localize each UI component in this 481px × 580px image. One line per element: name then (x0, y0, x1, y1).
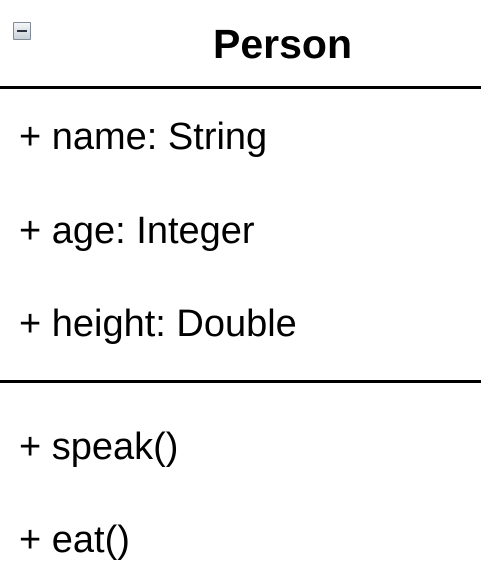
header-divider (0, 86, 481, 89)
attribute-item: + age: Integer (19, 210, 255, 252)
operation-item: + eat() (19, 519, 130, 561)
attributes-divider (0, 380, 481, 383)
collapse-minus-icon[interactable] (13, 22, 31, 40)
minus-glyph (17, 30, 27, 32)
attribute-item: + name: String (19, 116, 268, 158)
attribute-item: + height: Double (19, 303, 297, 345)
class-name: Person (213, 21, 352, 67)
operation-item: + speak() (19, 426, 179, 468)
